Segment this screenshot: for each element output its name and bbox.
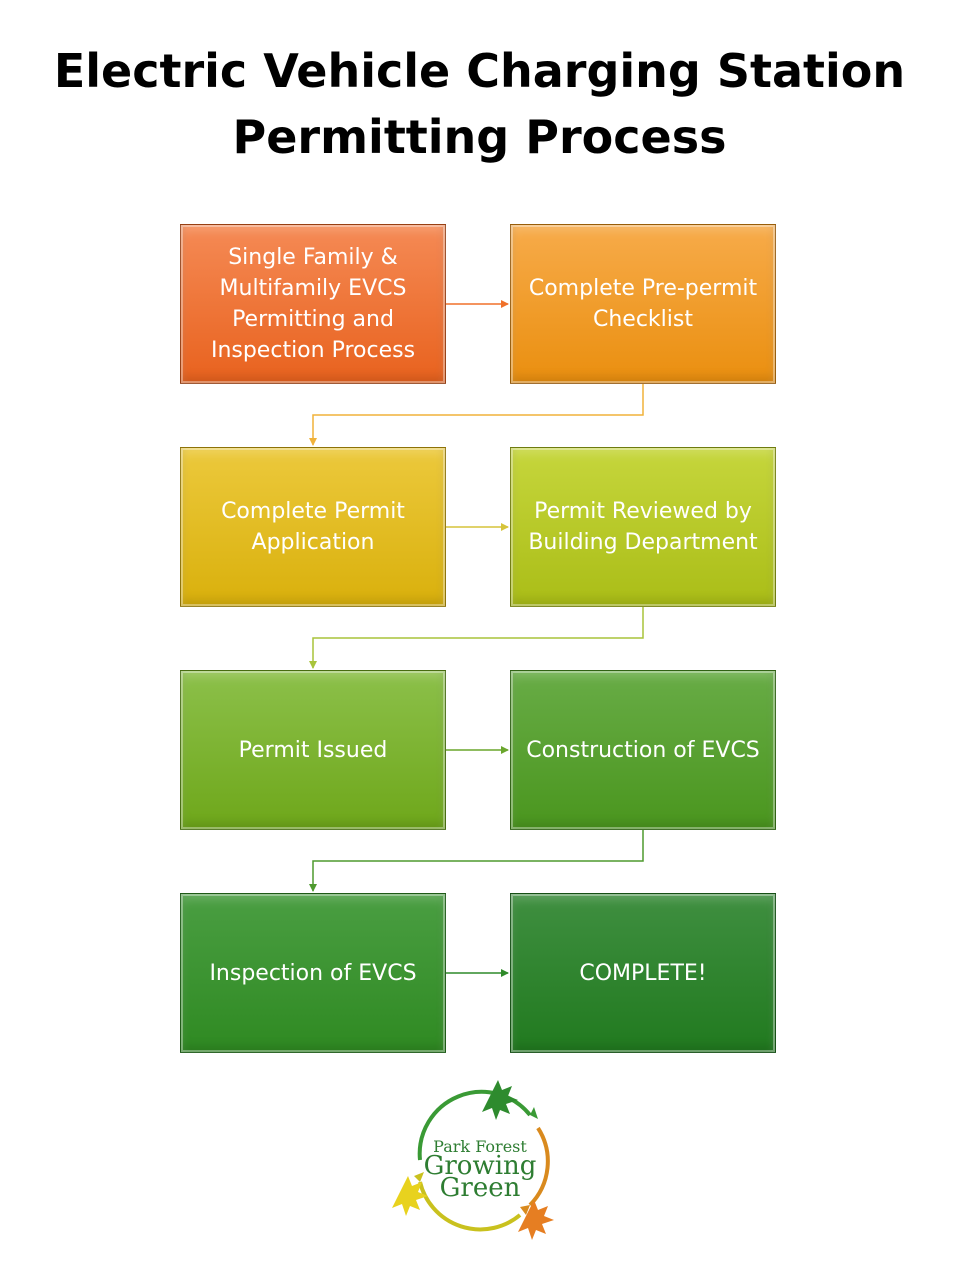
- title-line-1: Electric Vehicle Charging Station: [53, 44, 906, 98]
- step-label-5: Permit Issued: [238, 737, 388, 763]
- step-label-4: Permit Reviewed by Building Department: [528, 499, 758, 555]
- title-line-2: Permitting Process: [232, 110, 727, 164]
- step-label-7: Inspection of EVCS: [209, 960, 417, 986]
- logo-arrow-3: [414, 1172, 424, 1182]
- yellow-leaf-icon: [392, 1176, 428, 1216]
- step-box-7: Inspection of EVCS: [180, 893, 446, 1053]
- logo-arrow-1: [530, 1107, 538, 1119]
- step-box-8: COMPLETE!: [510, 893, 776, 1053]
- logo-line-2: Growing: [424, 1151, 537, 1181]
- step-box-1: Single Family & Multifamily EVCS Permitt…: [180, 224, 446, 384]
- step-label-3: Complete Permit Application: [221, 499, 405, 555]
- logo-line-3: Green: [440, 1173, 521, 1203]
- page-title: Electric Vehicle Charging Station Permit…: [0, 38, 959, 170]
- logo-arrow-2: [520, 1205, 530, 1215]
- logo-ring-arc-right: [528, 1126, 550, 1207]
- orange-leaf-icon: [518, 1200, 554, 1240]
- connector-elbow-arrow: [309, 830, 644, 892]
- step-box-6: Construction of EVCS: [510, 670, 776, 830]
- connector-elbow-arrow: [309, 384, 644, 446]
- step-label-8: COMPLETE!: [579, 960, 707, 986]
- connector-elbow-arrow: [309, 607, 644, 669]
- step-box-2: Complete Pre-permit Checklist: [510, 224, 776, 384]
- park-forest-growing-green-logo: Park Forest Growing Green: [392, 1080, 554, 1240]
- step-box-3: Complete Permit Application: [180, 447, 446, 607]
- logo-ring-arc-bottom: [418, 1181, 522, 1232]
- green-leaf-icon: [482, 1080, 518, 1120]
- step-box-4: Permit Reviewed by Building Department: [510, 447, 776, 607]
- step-box-5: Permit Issued: [180, 670, 446, 830]
- step-label-1: Single Family & Multifamily EVCS Permitt…: [210, 245, 416, 363]
- step-label-6: Construction of EVCS: [526, 737, 760, 763]
- step-label-2: Complete Pre-permit Checklist: [528, 276, 758, 332]
- logo-line-1: Park Forest: [433, 1137, 527, 1156]
